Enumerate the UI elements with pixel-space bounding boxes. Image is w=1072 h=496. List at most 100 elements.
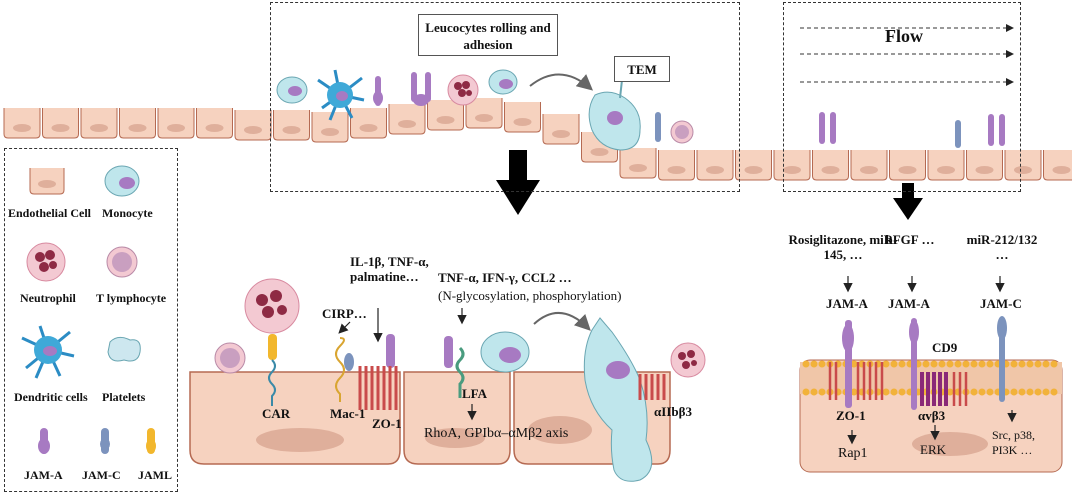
endothelial-cell <box>735 150 772 181</box>
jam-c-flow <box>955 120 961 148</box>
legend-label-lymphocyte: T lymphocyte <box>96 291 167 305</box>
endothelial-cell <box>234 110 272 141</box>
lipid-head <box>802 360 810 368</box>
endothelial-cell <box>504 102 541 133</box>
tem-label: TEM <box>627 62 657 77</box>
legend-label-jam-c: JAM-C <box>82 468 121 482</box>
middle-lymphocyte <box>214 342 246 374</box>
jam-c-middle <box>344 353 354 371</box>
lipid-head <box>898 360 906 368</box>
lipid-head <box>1018 388 1026 396</box>
top-right-flow-panel <box>783 2 1021 192</box>
lipid-head <box>922 360 930 368</box>
legend-neutrophil-icon <box>26 242 66 282</box>
lipid-head <box>970 388 978 396</box>
cytokines-label: IL-1β, TNF-α, palmatine… <box>350 254 429 284</box>
lipid-head <box>810 360 818 368</box>
lipid-head <box>1010 388 1018 396</box>
endothelial-cell <box>542 114 580 145</box>
erk-label: ERK <box>920 442 946 457</box>
lipid-head <box>818 388 826 396</box>
cell-nucleus <box>13 124 31 132</box>
lipid-head <box>1050 360 1058 368</box>
lipid-head <box>978 388 986 396</box>
cell-nucleus <box>1052 166 1071 174</box>
rap1-label: Rap1 <box>838 446 868 461</box>
legend-monocyte-icon <box>104 165 140 197</box>
endothelial-cell <box>427 100 464 131</box>
lipid-head <box>1034 388 1042 396</box>
lipid-head <box>986 360 994 368</box>
legend-label-neutrophil: Neutrophil <box>20 291 76 305</box>
rolling-adhesion-box: Leucocytes rolling and adhesion <box>418 14 558 56</box>
cell-nucleus <box>667 166 686 174</box>
cell-nucleus <box>821 166 840 174</box>
legend-jaml-icon <box>146 428 156 454</box>
legend-panel <box>4 148 178 492</box>
cell-nucleus <box>475 114 493 122</box>
middle-arrows <box>338 308 477 421</box>
endothelial-cell <box>157 108 195 139</box>
tem-box: TEM <box>614 56 670 82</box>
lfa-jam-a-middle <box>444 336 465 398</box>
endothelial-cell <box>465 98 503 129</box>
monocyte-top-2 <box>488 69 518 95</box>
lipid-head <box>1026 388 1034 396</box>
jam-a-top-2 <box>411 72 431 106</box>
drug2-label: bFGF … <box>885 232 935 247</box>
endothelial-cell <box>273 110 310 141</box>
endothelial-cell <box>311 112 349 143</box>
lipid-head <box>898 388 906 396</box>
tem-arrow-top <box>529 73 594 91</box>
cell-nucleus <box>937 166 955 174</box>
jam-a-top-1 <box>373 76 383 106</box>
mac1-receptor <box>335 337 345 402</box>
lipid-head <box>1042 388 1050 396</box>
axis-label: RhoA, GPIbα–αMβ2 axis <box>424 426 569 441</box>
flow-label: Flow <box>885 26 923 46</box>
cd9-label: CD9 <box>932 340 958 355</box>
endothelial-cell <box>889 150 926 181</box>
cell-nucleus <box>860 166 878 174</box>
legend-jam-a-icon <box>38 428 50 454</box>
endothelial-cell <box>658 150 695 181</box>
cell-nucleus <box>513 118 532 126</box>
lipid-head <box>938 360 946 368</box>
lipid-head <box>1050 388 1058 396</box>
right-jam-a1-label: JAM-A <box>826 296 868 311</box>
cell-nucleus <box>321 128 339 136</box>
endothelial-cell <box>119 108 156 139</box>
right-arrows <box>843 276 1017 445</box>
legend-endothelial-icon <box>29 168 65 195</box>
lipid-head <box>970 360 978 368</box>
cell-nucleus <box>51 124 70 132</box>
cirp-label: CIRP… <box>322 306 367 321</box>
cell-nucleus <box>629 164 647 172</box>
lipid-head <box>810 388 818 396</box>
legend-label-jaml: JAML <box>138 468 172 482</box>
endothelial-cell <box>3 108 41 139</box>
lymphocyte-top <box>670 120 694 144</box>
lipid-head <box>954 360 962 368</box>
endothelial-cell <box>42 108 79 139</box>
cell-nucleus <box>744 166 763 174</box>
endothelial-cell <box>350 108 387 139</box>
middle-neutrophil <box>244 278 300 360</box>
migrating-monocyte-top <box>588 79 641 151</box>
right-zo1 <box>828 362 884 400</box>
jam-a-flow-1 <box>819 112 836 144</box>
right-jam-a-2 <box>909 318 919 410</box>
right-membrane <box>799 359 1063 473</box>
cell-nucleus <box>898 166 917 174</box>
right-jam-a2-label: JAM-A <box>888 296 930 311</box>
endothelial-cell <box>812 150 849 181</box>
monocyte-top-1 <box>276 76 308 104</box>
modifications-label: (N-glycosylation, phosphorylation) <box>438 288 622 303</box>
legend-platelet-icon <box>107 336 141 362</box>
lipid-head <box>930 360 938 368</box>
cell-nucleus <box>398 120 416 128</box>
cell-nucleus <box>282 126 301 134</box>
cell-nucleus <box>552 130 570 138</box>
legend-label-endothelial: Endothelial Cell <box>8 206 92 220</box>
